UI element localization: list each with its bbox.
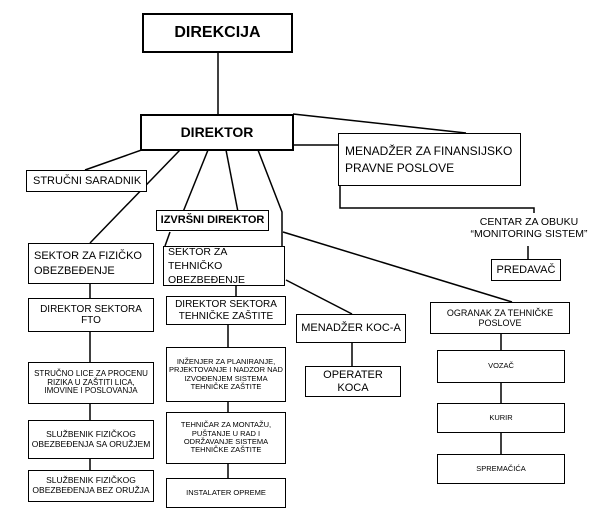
connector-direktor-izvrsni-right bbox=[225, 149, 239, 213]
operater-koca-box: OPERATER KOCA bbox=[305, 366, 401, 397]
direktor-fto-box: DIREKTOR SEKTORA FTO bbox=[28, 298, 154, 332]
kurir-box: KURIR bbox=[437, 403, 565, 433]
vozac-box: VOZAČ bbox=[437, 350, 565, 383]
connector-direktor-sektor-tehnicko bbox=[257, 149, 283, 246]
connector-direktor-centar-obuka bbox=[293, 144, 535, 213]
strucni-saradnik-box: STRUČNI SARADNIK bbox=[26, 170, 147, 192]
connector-direktor-sektor-fizicko bbox=[89, 149, 181, 244]
instalater-box: INSTALATER OPREME bbox=[166, 478, 286, 508]
connector-izvrsni-sektor-tehnicko bbox=[164, 231, 171, 247]
direktor-tehnicke-box: DIREKTOR SEKTORA TEHNIČKE ZAŠTITE bbox=[166, 296, 286, 325]
menadzer-finansije-box: MENADŽER ZA FINANSIJSKO PRAVNE POSLOVE bbox=[338, 133, 521, 186]
strucno-lice-box: STRUČNO LICE ZA PROCENU RIZIKA U ZAŠTITI… bbox=[28, 362, 154, 404]
direkcija-box: DIREKCIJA bbox=[142, 13, 293, 53]
connector-izvrsni-ogranak bbox=[282, 231, 513, 303]
sluzbenik-bez-box: SLUŽBENIK FIZIČKOG OBEZBEĐENJA BEZ ORUŽJ… bbox=[28, 470, 154, 502]
menadzer-koc-box: MENADŽER KOC-A bbox=[296, 314, 406, 343]
sektor-tehnicko-box: SEKTOR ZA TEHNIČKO OBEZBEĐENJE bbox=[163, 246, 285, 286]
sektor-fizicko-box: SEKTOR ZA FIZIČKO OBEZBEĐENJE bbox=[28, 243, 154, 284]
tehnicar-box: TEHNIČAR ZA MONTAŽU, PUŠTANJE U RAD I OD… bbox=[166, 412, 286, 464]
centar-obuka-label: CENTAR ZA OBUKU “MONITORING SISTEM” bbox=[470, 216, 588, 240]
connector-direktor-menadzer-finansije bbox=[292, 113, 467, 134]
connector-direktor-strucni-saradnik bbox=[84, 146, 151, 171]
sluzbenik-oruzje-box: SLUŽBENIK FIZIČKOG OBEZBEĐENJA SA ORUŽJE… bbox=[28, 420, 154, 459]
izvrsni-direktor-box: IZVRŠNI DIREKTOR bbox=[156, 210, 269, 231]
spremacica-box: SPREMAČIĆA bbox=[437, 454, 565, 484]
direktor-box: DIREKTOR bbox=[140, 114, 294, 151]
connector-tehnicko-menadzer-koc bbox=[285, 279, 353, 315]
connector-direktor-izvrsni-left bbox=[182, 149, 209, 213]
predavac-box: PREDAVAČ bbox=[491, 259, 561, 281]
ogranak-box: OGRANAK ZA TEHNIČKE POSLOVE bbox=[430, 302, 570, 334]
inzenjer-box: INŽENJER ZA PLANIRANJE, PRJEKTOVANJE I N… bbox=[166, 347, 286, 402]
